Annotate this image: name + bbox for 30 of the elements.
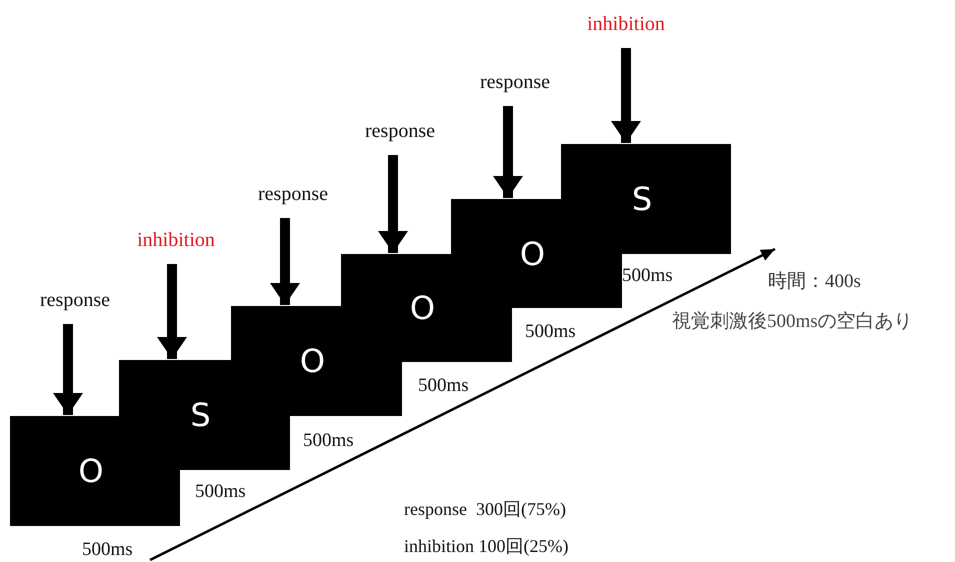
- duration-label: 500ms: [303, 431, 354, 450]
- cue-label: response: [40, 290, 110, 310]
- down-arrow: [378, 155, 408, 253]
- cue-label: inhibition: [137, 230, 215, 250]
- duration-label: 500ms: [525, 322, 576, 341]
- cue-label: response: [365, 121, 435, 141]
- cue-label: response: [480, 72, 550, 92]
- stimulus-screen: [10, 416, 119, 526]
- stimulus-letter: S: [190, 399, 211, 431]
- stimulus-screen: [561, 144, 731, 254]
- duration-label: 500ms: [622, 266, 673, 285]
- count-note: inhibition 100回(25%): [404, 537, 568, 555]
- count-note: response 300回(75%): [404, 500, 566, 518]
- down-arrow: [270, 218, 300, 305]
- down-arrow: [53, 324, 83, 415]
- down-arrow: [493, 106, 523, 198]
- duration-label: 500ms: [195, 482, 246, 501]
- stimulus-letter: O: [410, 292, 436, 324]
- stimulus-letter: O: [520, 238, 546, 270]
- duration-label: 500ms: [82, 540, 133, 559]
- stimulus-letter: O: [78, 455, 104, 487]
- down-arrow: [611, 48, 641, 143]
- down-arrow: [157, 264, 187, 359]
- duration-label: 500ms: [418, 376, 469, 395]
- stimulus-letter: S: [632, 183, 652, 215]
- blank-note: 視覚刺激後500msの空白あり: [672, 312, 913, 331]
- cue-label: response: [258, 184, 328, 204]
- stimulus-letter: O: [300, 345, 326, 377]
- cue-label: inhibition: [587, 14, 665, 34]
- time-note: 時間：400s: [768, 272, 861, 291]
